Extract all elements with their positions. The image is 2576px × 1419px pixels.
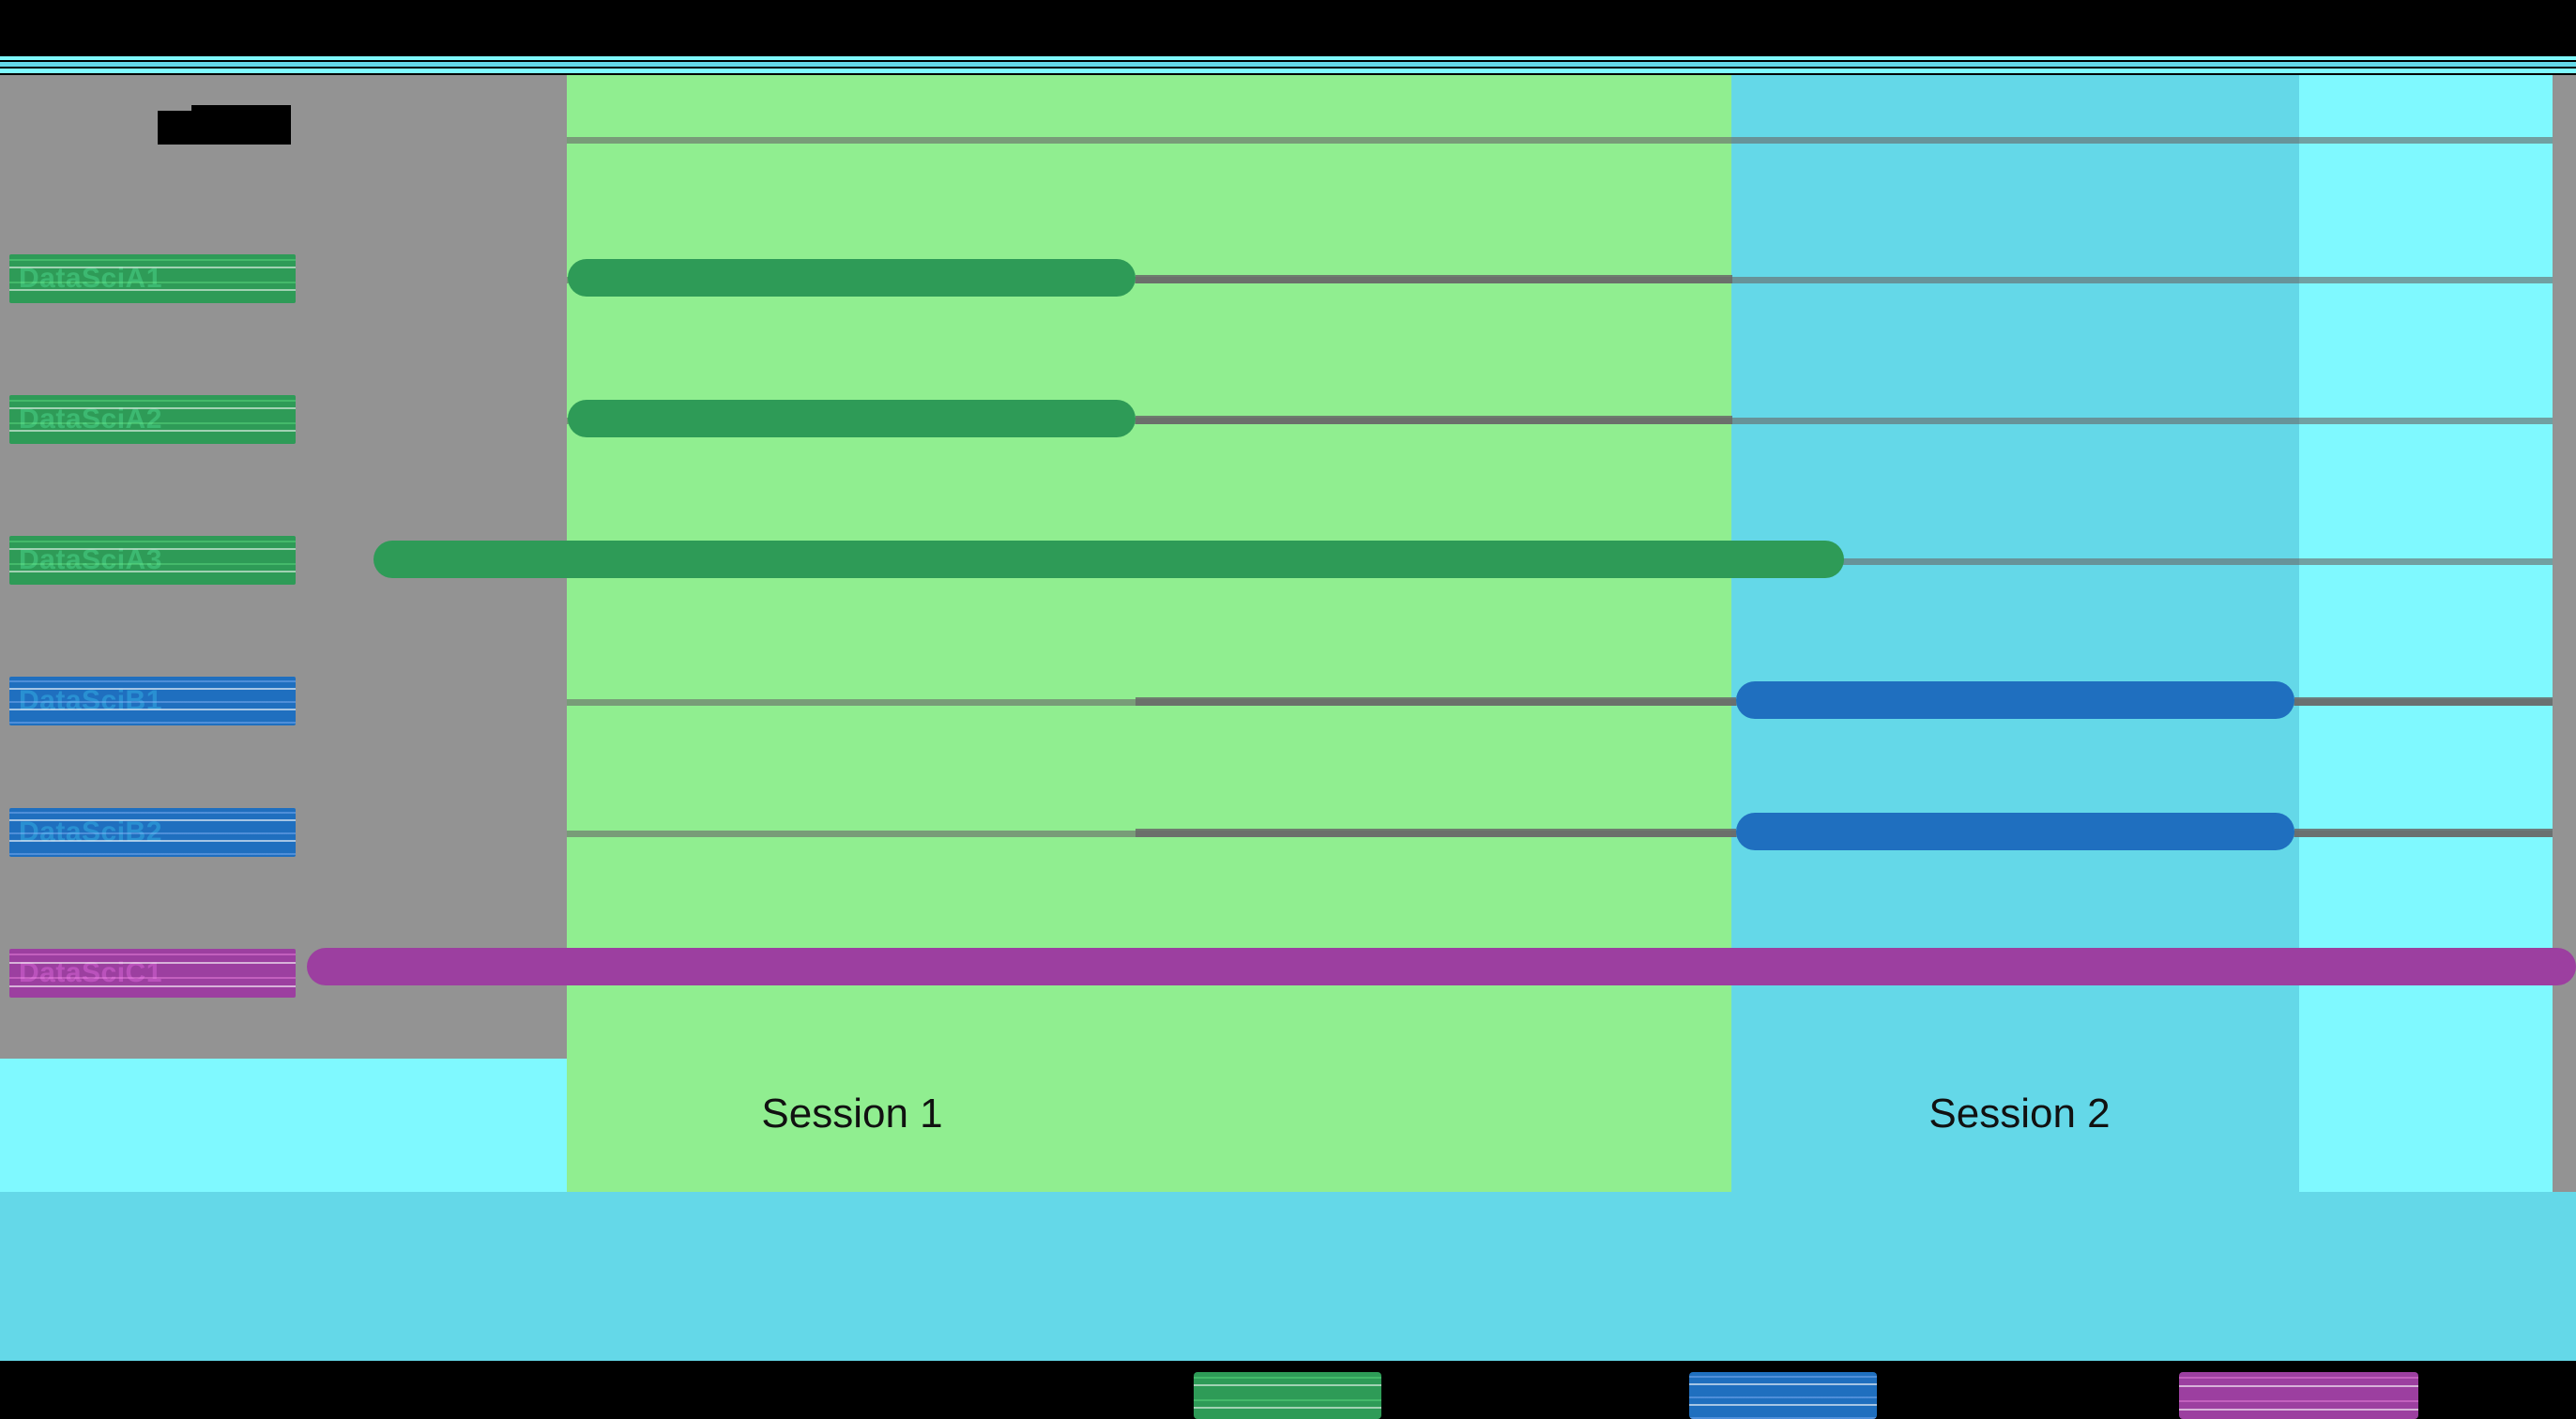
legend-background-band [0,1192,2576,1361]
session-band-2 [1731,75,2299,1192]
gantt-chart: DataSciA1 DataSciA2 DataSciA3 DataSciB1 … [0,75,2576,1192]
gantt-bar[interactable] [307,948,2576,985]
glitch-overlay [9,254,296,303]
top-strip-2 [0,62,2576,67]
gantt-bar[interactable] [1736,681,2294,719]
glitch-overlay [1194,1372,1381,1419]
gantt-bar[interactable] [373,541,1844,578]
session-band-1 [567,75,1731,1192]
page-title-underline [191,105,291,113]
legend-green[interactable] [1194,1372,1381,1419]
glitch-overlay [9,536,296,585]
glitch-overlay [9,677,296,725]
bar-baseline [2294,697,2553,706]
bar-baseline [1136,829,1736,837]
session-band-3 [2299,75,2553,1192]
bar-baseline [1136,416,1732,424]
session-1-label: Session 1 [761,1091,943,1137]
gantt-bar[interactable] [568,259,1136,297]
category-label: DataSciA1 [9,254,296,303]
page-title [158,111,291,145]
top-strip-1 [0,56,2576,60]
bar-baseline [1136,275,1732,283]
glitch-overlay [9,949,296,998]
glitch-overlay [2179,1372,2418,1419]
bar-baseline [2294,829,2553,837]
gridline [567,137,2553,144]
category-label: DataSciA3 [9,536,296,585]
glitch-overlay [9,395,296,444]
bar-baseline [1136,697,1736,706]
category-label: DataSciC1 [9,949,296,998]
category-label: DataSciB1 [9,677,296,725]
top-strip-3 [0,69,2576,73]
axis-footer-strip [0,1059,567,1192]
plot-right-margin [2553,75,2576,1192]
category-label: DataSciB2 [9,808,296,857]
gantt-bar[interactable] [568,400,1136,437]
session-2-label: Session 2 [1928,1091,2111,1137]
legend-area [0,1192,2576,1419]
legend-blue[interactable] [1689,1372,1877,1419]
legend-magenta[interactable] [2179,1372,2418,1419]
glitch-overlay [1689,1372,1877,1419]
glitch-overlay [9,808,296,857]
category-label: DataSciA2 [9,395,296,444]
gantt-bar[interactable] [1736,813,2294,850]
